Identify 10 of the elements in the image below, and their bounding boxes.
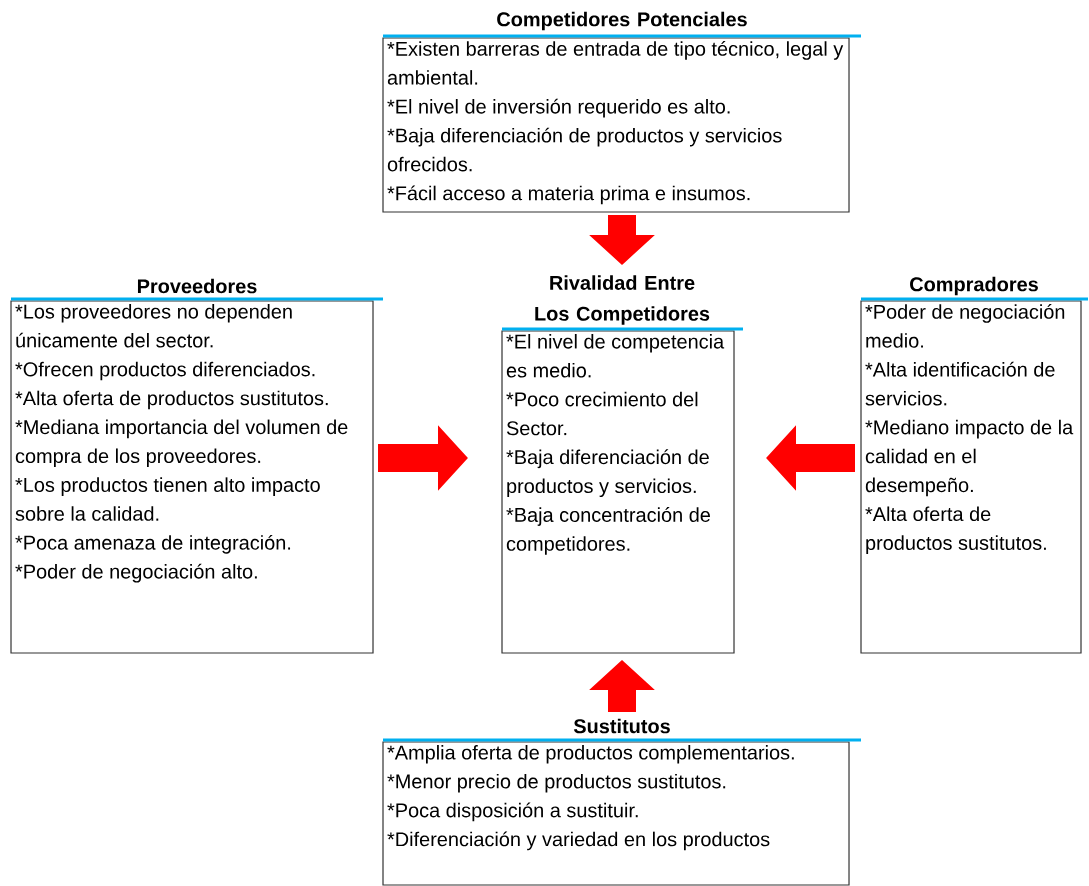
text-box: *Los proveedores no dependen únicamente del sector. *Ofrecen productos diferenciados. *Alta oferta de productos sustitutos. *Mediana importancia del volumen de compra de los proveedores. *Los productos tienen alto impacto sobre la calidad. *Poca amenaza de integración. *Poder de negociación alto. [10,297,383,654]
text-box: *Poder de negociación medio. *Alta identificación de servicios. *Mediano impacto de la calidad en el desempeño. *Alta oferta de productos sustitutos. [860,297,1088,654]
box-heading: Sustitutos [573,718,670,734]
text-box: *Amplia oferta de productos complementarios. *Menor precio de productos sustitutos. *Poca disposición a sustituir. *Diferenciación y variedad en los productos [382,738,861,886]
box-heading: Proveedores [137,278,257,294]
box-heading: Compradores [910,276,1038,296]
box-heading: Competidores Potenciales [497,11,747,31]
text-box: *Existen barreras de entrada de tipo técnico, legal y ambiental. *El nivel de inversión requerido es alto. *Baja diferenciación de productos y servicios ofrecidos. *Fácil acceso a materia prima e insumos. [382,34,861,213]
box-heading: Rivalidad Entre Los Competidores [535,275,710,325]
text-box: *El nivel de competencia es medio. *Poco crecimiento del Sector. *Baja diferenciación de productos y servicios. *Baja concentración de competidores. [501,327,743,654]
